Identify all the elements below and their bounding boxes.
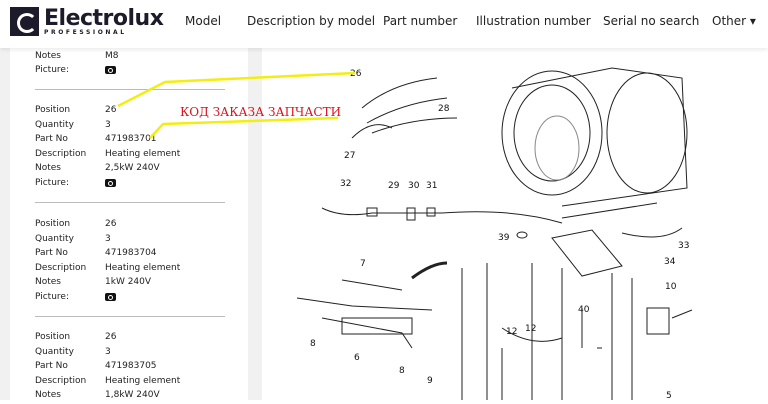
part-row-part-no: Part No 471983704 [35, 248, 157, 258]
label: Picture: [35, 65, 69, 75]
drum [501, 67, 688, 207]
logo-icon [10, 7, 39, 36]
label: Part No [35, 361, 68, 371]
callout: 5 [666, 391, 672, 400]
callout: 9 [427, 376, 433, 386]
callout: 8 [399, 366, 405, 376]
nav-part-number[interactable]: Part number [383, 14, 458, 28]
part-row-picture: Picture: [35, 292, 116, 302]
sensor-parts [321, 207, 563, 224]
value: Heating element [105, 262, 181, 273]
divider [35, 89, 225, 90]
label: Part No [35, 248, 68, 258]
part-row-description: Description Heating element [35, 263, 180, 273]
label: Notes [35, 390, 61, 400]
label: Quantity [35, 233, 74, 244]
callout: 28 [438, 104, 450, 114]
nav-illustration-number[interactable]: Illustration number [476, 14, 591, 28]
camera-icon[interactable] [105, 178, 116, 187]
label: Position [35, 105, 71, 115]
divider [35, 202, 225, 203]
value: 3 [105, 233, 111, 244]
part-row-quantity: Quantity 3 [35, 347, 111, 357]
label: Description [35, 375, 87, 386]
camera-icon[interactable] [105, 66, 116, 74]
label: Picture: [35, 177, 69, 188]
callout: 10 [665, 282, 677, 292]
value: 3 [105, 346, 111, 357]
part-row-quantity: Quantity 3 [35, 234, 111, 244]
callout: 8 [310, 339, 316, 349]
callout-labels: 26 28 27 32 29 30 31 39 33 34 7 8 6 8 9 … [310, 69, 689, 401]
exploded-diagram: 26 28 27 32 29 30 31 39 33 34 7 8 6 8 9 … [262, 48, 768, 401]
value: 26 [105, 219, 117, 229]
frame [461, 263, 693, 400]
nav-description-by-model[interactable]: Description by model [247, 14, 376, 28]
part-row-notes: Notes 1,8kW 240V [35, 390, 160, 400]
nav-serial-no-search[interactable]: Serial no search [603, 14, 700, 28]
callout: 39 [498, 233, 510, 243]
part-row-notes: Notes 1kW 240V [35, 277, 151, 287]
callout: 30 [408, 181, 420, 191]
value: 26 [105, 105, 117, 115]
label: Position [35, 219, 71, 229]
callout: 12 [506, 327, 517, 337]
label: Quantity [35, 119, 74, 130]
value: Heating element [105, 375, 181, 386]
callout: 31 [426, 181, 437, 191]
nav-model[interactable]: Model [185, 14, 222, 28]
part-row-part-no: Part No 471983705 [35, 361, 157, 371]
callout: 40 [578, 305, 590, 315]
label: Notes [35, 51, 61, 61]
value: Heating element [105, 148, 181, 159]
label: Description [35, 148, 87, 159]
part-row-description: Description Heating element [35, 376, 180, 386]
brand-sub: PROFESSIONAL [44, 28, 127, 36]
part-row-part-no: Part No 471983701 [35, 134, 157, 144]
label: Quantity [35, 346, 74, 357]
callout: 7 [360, 259, 366, 269]
callout: 27 [344, 151, 355, 161]
part-row-quantity: Quantity 3 [35, 120, 111, 130]
label: Part No [35, 134, 68, 144]
value: 26 [105, 332, 117, 342]
part-row-position: Position 26 [35, 105, 116, 115]
value: 471983701 [105, 134, 157, 144]
callout: 12 [525, 324, 536, 334]
value: 2,5kW 240V [105, 163, 160, 173]
part-row-notes: Notes 2,5kW 240V [35, 163, 160, 173]
heating-element [351, 77, 458, 139]
value: 3 [105, 119, 111, 130]
label: Notes [35, 277, 61, 287]
label: Picture: [35, 291, 69, 302]
callout: 33 [678, 241, 689, 251]
callout: 26 [350, 69, 362, 79]
value: 471983705 [105, 361, 157, 371]
brand-name: Electrolux [44, 5, 164, 31]
label: Position [35, 332, 71, 342]
chevron-down-icon: ▾ [749, 14, 756, 28]
callout: 32 [340, 179, 351, 189]
value: 1,8kW 240V [105, 390, 160, 400]
value: 1kW 240V [105, 277, 152, 287]
part-row-picture: Picture: [35, 178, 116, 188]
label: Notes [35, 163, 61, 173]
nav-other[interactable]: Other ▾ [712, 14, 756, 28]
camera-icon[interactable] [105, 292, 116, 301]
order-code-annotation: КОД ЗАКАЗА ЗАПЧАСТИ [180, 105, 342, 119]
callout: 6 [354, 353, 360, 363]
callout: 34 [664, 257, 676, 267]
part-row-position: Position 26 [35, 332, 116, 342]
divider [35, 316, 225, 317]
part-row-description: Description Heating element [35, 149, 180, 159]
part-row-position: Position 26 [35, 219, 116, 229]
callout: 29 [388, 181, 400, 191]
label: Description [35, 262, 87, 273]
value: 471983704 [105, 248, 157, 258]
value: M8 [105, 51, 119, 61]
